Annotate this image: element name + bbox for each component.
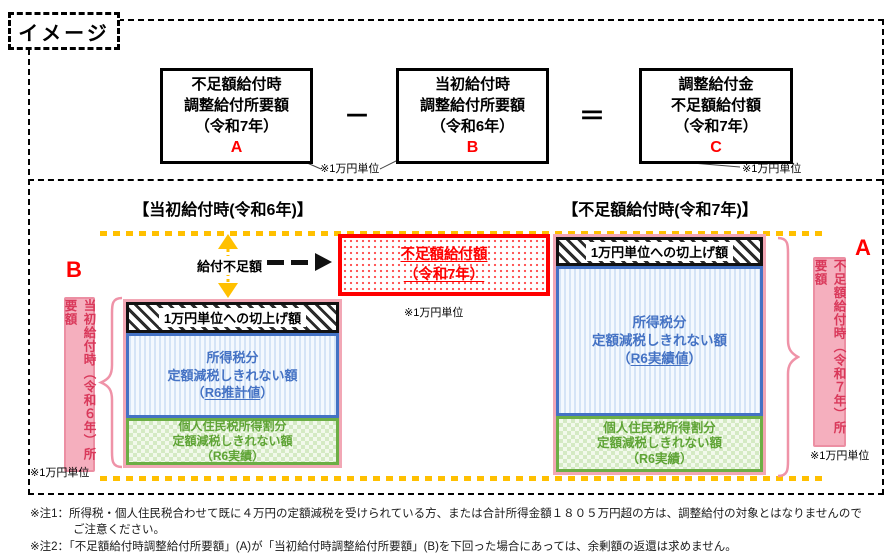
formula-box-c-letter: C [710,138,722,156]
right-resident-tax-segment: 個人住民税所得割分 定額減税しきれない額 （R6実績） [556,416,763,472]
section-divider-line [28,179,882,181]
image-label-box: イメージ [8,12,120,50]
left-rounding-label: 1万円単位への切上げ額 [158,308,307,327]
formula-box-b-line1: 当初給付時 [434,75,510,93]
formula-box-b-line2: 調整給付所要額 [419,96,525,114]
shortfall-payment-line1: 不足額給付額 [400,246,488,263]
left-income-tax-line1: 所得税分 [206,350,259,366]
left-letter-b: B [66,257,82,282]
right-resident-tax-line3: （R6実績） [626,451,693,466]
top-alignment-dotted-line [100,231,828,236]
right-resident-tax-line1: 個人住民税所得割分 [603,420,716,435]
left-required-amount-bar: 当初給付時（令和６年）所要額 [63,297,96,472]
formula-box-b: 当初給付時 調整給付所要額 （令和6年） B [396,68,549,164]
bottom-alignment-dotted-line [100,476,828,481]
unit-note-middle: ※1万円単位 [404,307,464,319]
image-label: イメージ [18,22,110,45]
left-rounding-segment: 1万円単位への切上げ額 [126,302,339,333]
unit-note-formula-ab: ※1万円単位 [320,163,380,175]
unit-note-right: ※1万円単位 [810,450,870,462]
left-income-tax-line3: （R6推計値） [191,385,274,401]
right-rounding-label: 1万円単位への切上げ額 [585,242,734,261]
formula-box-a-line2: 調整給付所要額 [183,96,289,114]
black-dash-1 [267,260,284,265]
formula-box-a-line1: 不足額給付時 [191,75,282,93]
footnote-1-line1: ※注1：所得税・個人住民税合わせて既に４万円の定額減税を受けられている方、または… [30,508,862,520]
right-letter-a: A [855,235,871,260]
footnote-2: ※注2：「不足額給付時調整給付所要額」(A)が「当初給付時調整給付所要額」(B)… [30,541,737,553]
left-chart-title: 【当初給付時(令和6年)】 [133,202,313,219]
unit-note-formula-c: ※1万円単位 [742,163,802,175]
right-income-tax-segment: 所得税分 定額減税しきれない額 （R6実績値） [556,266,763,416]
right-required-amount-bar: 不足額給付時（令和７年）所要額 [813,257,846,447]
black-dash-2 [291,260,308,265]
formula-box-a-line3: （令和7年） [194,118,279,136]
left-income-tax-segment: 所得税分 定額減税しきれない額 （R6推計値） [126,333,339,418]
formula-box-b-line3: （令和6年） [430,118,515,136]
right-income-tax-line2: 定額減税しきれない額 [592,332,727,348]
footnote-1-line2: ご注意ください。 [73,524,165,536]
right-stacked-bar: 1万円単位への切上げ額 所得税分 定額減税しきれない額 （R6実績値） 個人住民… [553,234,766,475]
shortfall-payment-line2: （令和7年） [403,267,485,283]
formula-box-c: 調整給付金 不足額給付額 （令和7年） C [639,68,793,164]
right-income-tax-line3: （R6実績値） [617,351,702,367]
outer-dashed-frame [28,19,884,495]
formula-box-c-line1: 調整給付金 [678,75,754,93]
left-income-tax-line2: 定額減税しきれない額 [167,367,298,383]
right-rounding-segment: 1万円単位への切上げ額 [556,237,763,266]
left-resident-tax-line2: 定額減税しきれない額 [172,434,293,448]
formula-box-a-letter: A [230,138,243,156]
shortfall-label: 給付不足額 [195,256,265,275]
left-resident-tax-line3: （R6実績） [200,449,265,463]
right-resident-tax-line2: 定額減税しきれない額 [596,436,722,451]
right-income-tax-line1: 所得税分 [632,314,687,330]
left-stacked-bar: 1万円単位への切上げ額 所得税分 定額減税しきれない額 （R6推計値） 個人住民… [123,299,342,468]
black-arrow-head [315,253,332,271]
formula-box-c-line2: 不足額給付額 [670,96,761,114]
formula-box-a: 不足額給付時 調整給付所要額 （令和7年） A [160,68,313,164]
shortfall-payment-box: 不足額給付額 （令和7年） [338,234,550,296]
formula-box-c-line3: （令和7年） [674,118,758,136]
formula-box-b-letter: B [466,138,479,156]
right-chart-title: 【不足額給付時(令和7年)】 [562,202,758,219]
equals-operator: ＝ [578,101,605,131]
minus-operator: － [343,101,370,131]
left-income-tax-value-tag: R6推計値 [204,385,261,401]
unit-note-left: ※1万円単位 [30,467,90,479]
left-resident-tax-line1: 個人住民税所得割分 [178,419,287,433]
left-resident-tax-segment: 個人住民税所得割分 定額減税しきれない額 （R6実績） [126,418,339,465]
right-income-tax-value-tag: R6実績値 [630,351,689,367]
